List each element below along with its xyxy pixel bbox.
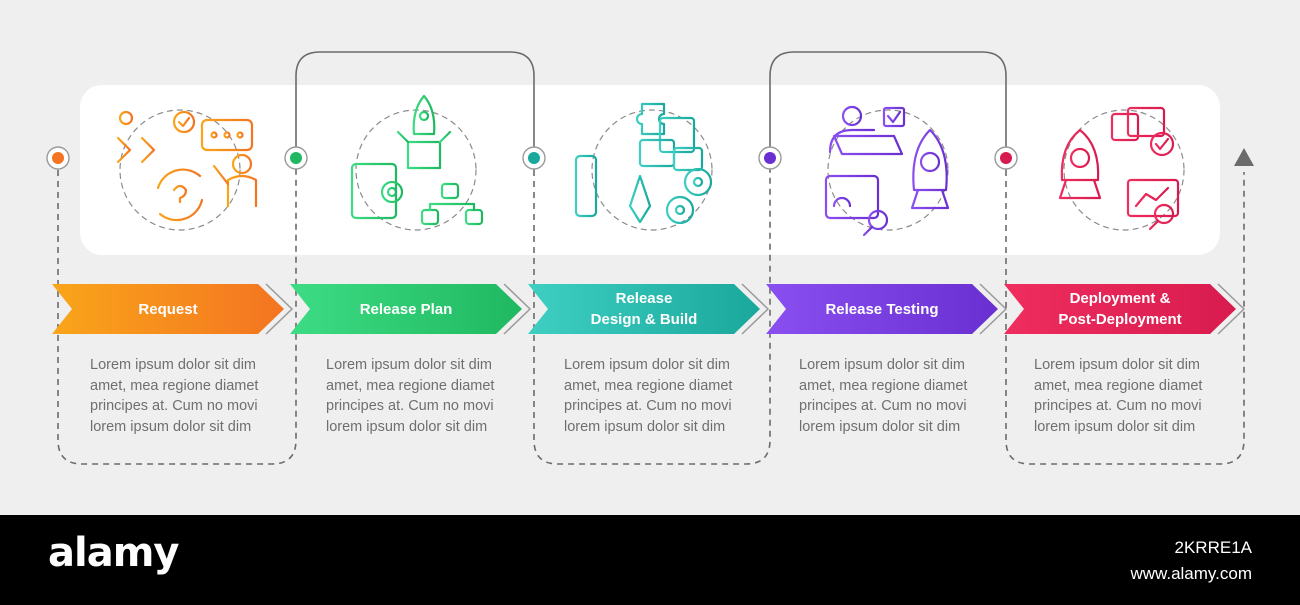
- step-icons: [116, 94, 1185, 237]
- step-4-description: Lorem ipsum dolor sit dim amet, mea regi…: [799, 357, 968, 435]
- step-arrows: [52, 283, 1246, 335]
- connector-loop-5: [1005, 170, 1245, 465]
- connector-arc-2: [295, 51, 535, 170]
- stock-footer-bar: [0, 515, 1300, 605]
- step-4-arrow: [766, 284, 998, 334]
- step-1-arrow-outline: [265, 283, 294, 335]
- step-5-arrow: [1004, 284, 1236, 334]
- step-5-arrow-outline: [1217, 283, 1246, 335]
- release-plan-rocket-icon: [350, 94, 484, 231]
- connector-arc-4: [769, 51, 1007, 170]
- step-4-label: Release Testing: [825, 300, 939, 318]
- infographic-canvas: Request Release Plan Release Design & Bu…: [46, 51, 1254, 465]
- step-markers: [46, 146, 1018, 170]
- step-1-marker-dot: [52, 152, 64, 164]
- connector-loop-3: [533, 170, 771, 465]
- step-5-label: Deployment & Post-Deployment: [1058, 290, 1182, 328]
- connector-loop-1: [57, 170, 297, 465]
- step-5-description: Lorem ipsum dolor sit dim amet, mea regi…: [1034, 357, 1203, 435]
- step-2-marker-dot: [290, 152, 302, 164]
- icon-panel-background: [80, 85, 1220, 255]
- end-arrowhead-icon: [1234, 148, 1254, 166]
- step-2-arrow-outline: [503, 283, 532, 335]
- step-3-arrow: [528, 284, 760, 334]
- step-2-description: Lorem ipsum dolor sit dim amet, mea regi…: [326, 357, 495, 435]
- timeline-diagram: [46, 51, 1254, 465]
- step-1-arrow: [52, 284, 284, 334]
- dashed-circle-icon: [827, 109, 949, 231]
- puzzle-design-icon: [574, 102, 713, 231]
- connector-lines: [57, 51, 1254, 465]
- request-workflow-icon: [116, 109, 258, 231]
- dashed-circle-icon: [1063, 109, 1185, 231]
- dashed-circle-icon: [119, 109, 241, 231]
- dashed-circle-icon: [591, 109, 713, 231]
- step-4-arrow-outline: [979, 283, 1008, 335]
- step-3-marker-dot: [528, 152, 540, 164]
- step-2-arrow: [290, 284, 522, 334]
- step-4-marker-dot: [764, 152, 776, 164]
- site-url: www.alamy.com: [1130, 564, 1252, 583]
- step-1-description: Lorem ipsum dolor sit dim amet, mea regi…: [90, 357, 259, 435]
- deployment-rocket-icon: [1058, 106, 1185, 231]
- step-1-label: Request: [138, 300, 198, 318]
- brand-logo: alamy: [48, 530, 179, 576]
- step-3-arrow-outline: [741, 283, 770, 335]
- step-2-label: Release Plan: [359, 300, 453, 318]
- testing-rocket-icon: [824, 105, 950, 237]
- step-3-label: Release Design & Build: [590, 290, 698, 328]
- step-5-marker-dot: [1000, 152, 1012, 164]
- image-id: 2KRRE1A: [1174, 538, 1252, 557]
- step-3-description: Lorem ipsum dolor sit dim amet, mea regi…: [564, 357, 733, 435]
